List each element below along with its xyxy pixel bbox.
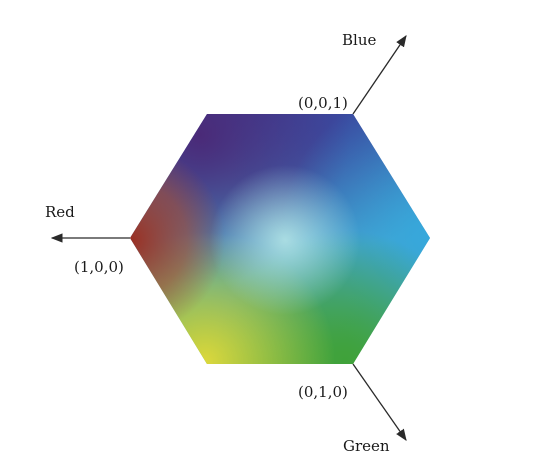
- green-axis-arrow: [352, 363, 407, 441]
- red-corner-coordinate: (1,0,0): [74, 258, 124, 276]
- blue-corner-coordinate: (0,0,1): [298, 94, 348, 112]
- green-axis-label: Green: [343, 437, 390, 455]
- blue-axis-arrow: [352, 35, 407, 115]
- green-corner-coordinate: (0,1,0): [298, 383, 348, 401]
- color-hexagon: [130, 114, 430, 364]
- red-axis-label: Red: [45, 203, 75, 221]
- blue-axis-label: Blue: [342, 31, 376, 49]
